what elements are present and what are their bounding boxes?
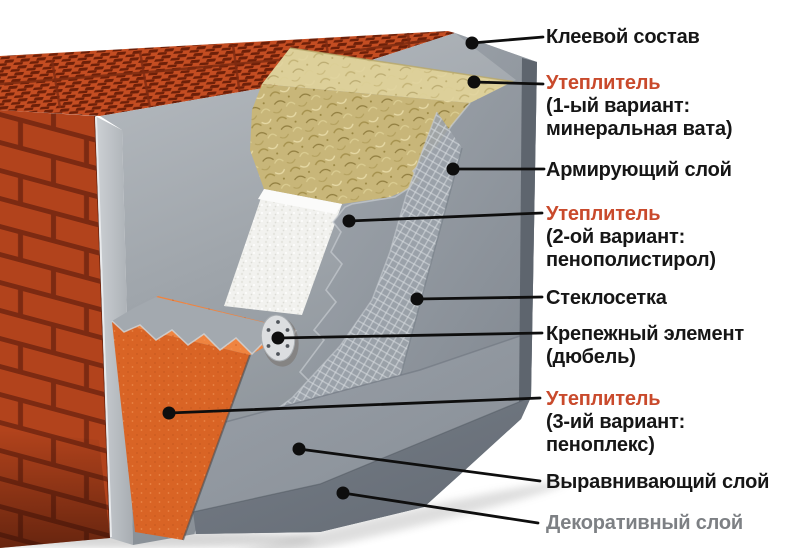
callout-insulation-3 — [162, 396, 542, 420]
label-decorative-text: Декоративный слой — [546, 512, 743, 534]
label-armor-text: Армирующий слой — [546, 159, 732, 181]
label-insulation-1-detail: (1-ый вариант: — [546, 95, 690, 117]
callout-leveling — [292, 442, 542, 483]
label-adhesive-text: Клеевой состав — [546, 26, 700, 48]
label-insulation-3-heading: Утеплитель — [546, 388, 661, 410]
label-insulation-3-detail: пеноплекс) — [546, 434, 655, 456]
label-fastener-detail: (дюбель) — [546, 346, 636, 368]
label-insulation-2: Утеплитель (2-ой вариант: пенополистирол… — [546, 203, 716, 272]
callout-insulation-1 — [467, 75, 545, 89]
callout-lines — [162, 35, 546, 525]
callout-decorative — [336, 486, 540, 525]
foam-layer — [224, 189, 342, 315]
label-insulation-2-detail: пенополистирол) — [546, 249, 716, 271]
callout-mesh — [410, 292, 544, 306]
label-insulation-1: Утеплитель (1-ый вариант: минеральная ва… — [546, 72, 733, 141]
assembly-right-edge — [519, 58, 537, 402]
label-mesh: Стеклосетка — [546, 287, 667, 310]
label-insulation-1-heading: Утеплитель — [546, 72, 661, 94]
label-adhesive: Клеевой состав — [546, 26, 700, 49]
label-leveling: Выравнивающий слой — [546, 471, 769, 494]
label-insulation-3-detail: (3-ий вариант: — [546, 411, 686, 433]
label-mesh-text: Стеклосетка — [546, 287, 667, 309]
label-fastener-heading: Крепежный элемент — [546, 323, 744, 345]
label-fastener: Крепежный элемент (дюбель) — [546, 323, 744, 369]
label-insulation-1-detail: минеральная вата) — [546, 118, 733, 140]
callout-adhesive — [465, 35, 545, 50]
callout-insulation-2 — [342, 211, 544, 228]
callout-fastener — [271, 331, 544, 345]
label-insulation-2-detail: (2-ой вариант: — [546, 226, 686, 248]
label-armor: Армирующий слой — [546, 159, 732, 182]
label-leveling-text: Выравнивающий слой — [546, 471, 770, 493]
label-decorative: Декоративный слой — [546, 512, 743, 535]
label-insulation-3: Утеплитель (3-ий вариант: пеноплекс) — [546, 388, 685, 457]
callout-armor — [446, 162, 546, 176]
label-insulation-2-heading: Утеплитель — [546, 203, 661, 225]
decorative-layer — [192, 396, 532, 534]
brick-wall — [0, 31, 455, 548]
